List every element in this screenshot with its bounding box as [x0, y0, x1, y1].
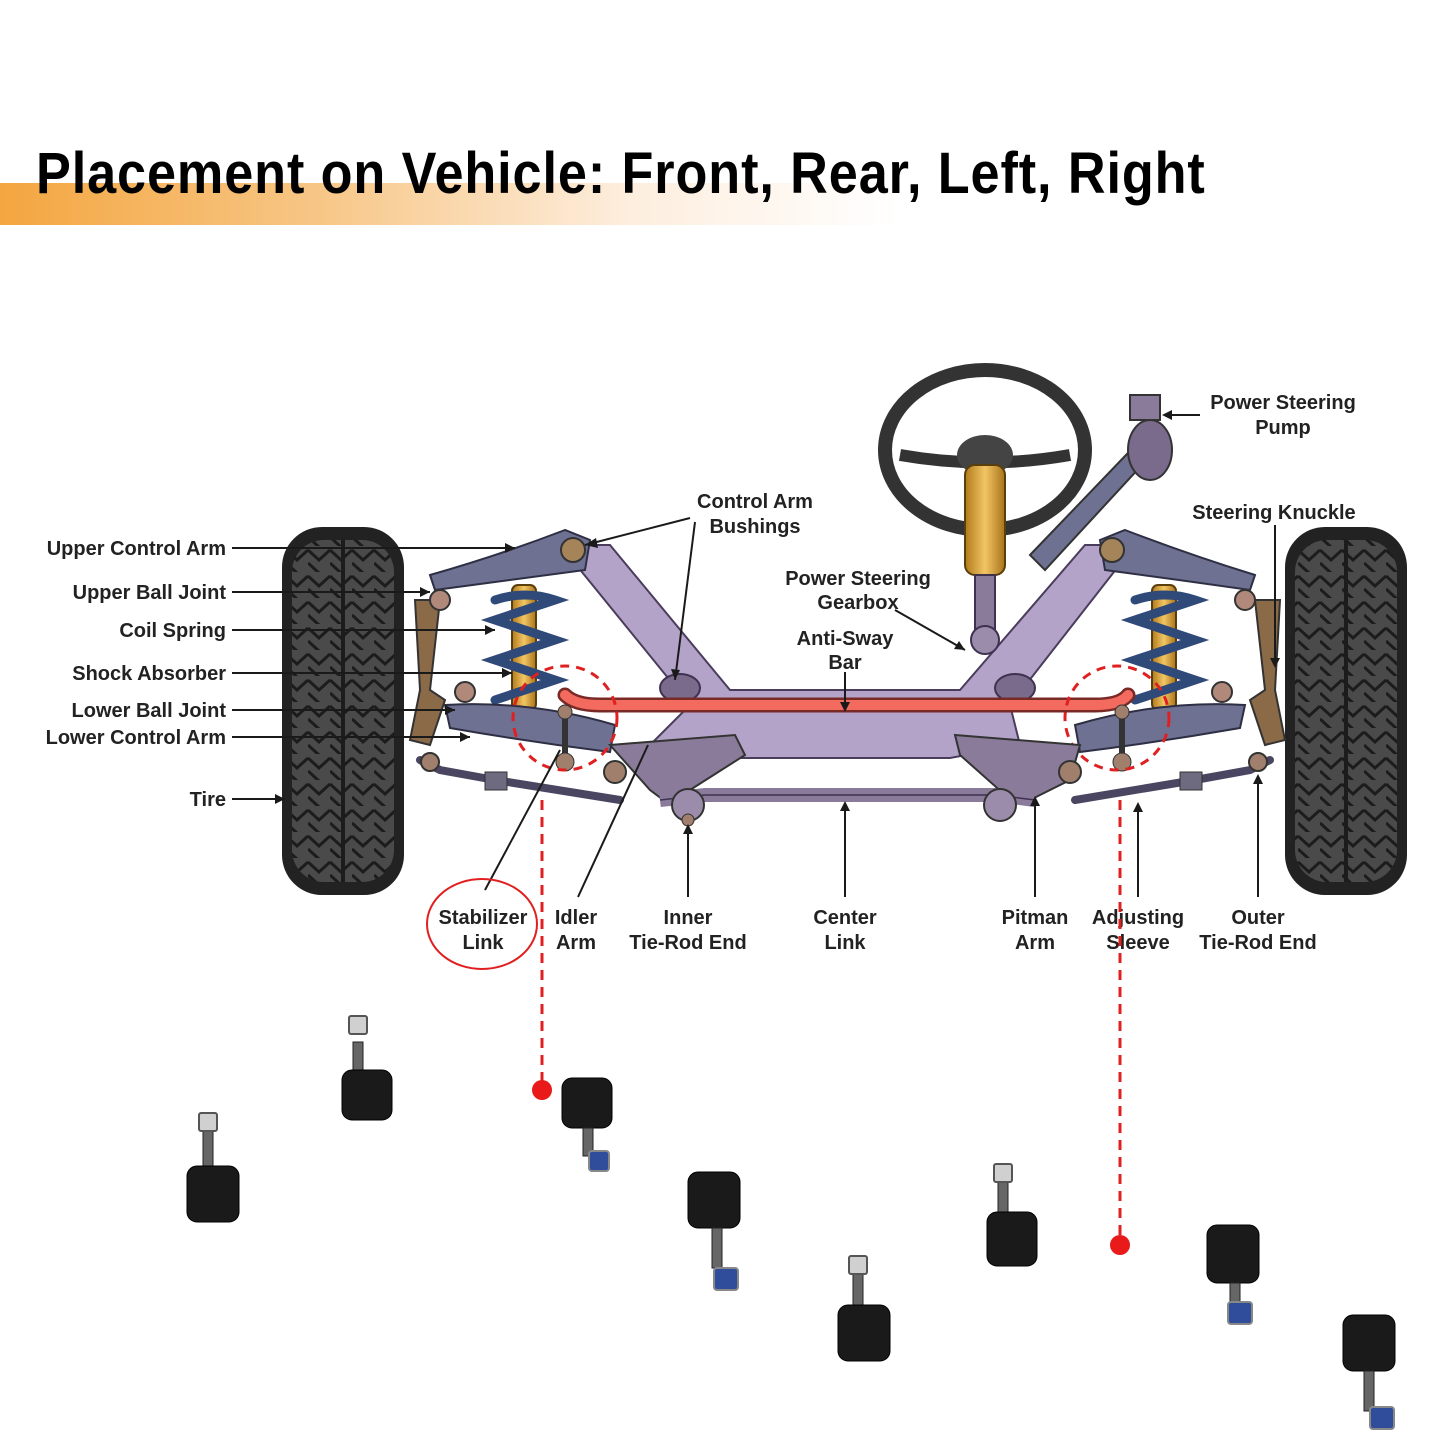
steering-knuckle-right [1248, 599, 1287, 747]
label-upper-ball-joint: Upper Ball Joint [73, 582, 227, 604]
label-control-arm-bushings-2: Bushings [709, 516, 800, 538]
stabilizer-link-product-3 [986, 1163, 1260, 1325]
tie-rod-left [416, 756, 624, 804]
label-idler-arm-2: Arm [556, 932, 596, 954]
label-adjusting-sleeve-2: Sleeve [1106, 932, 1169, 954]
coil-spring-right [1120, 590, 1210, 705]
label-power-steering-pump-2: Pump [1255, 417, 1311, 439]
outer-tie-rod-end-left [420, 752, 440, 772]
adjusting-sleeve-right [1179, 771, 1203, 791]
right-tire [1285, 527, 1407, 895]
label-power-steering-gearbox-1: Power Steering [785, 568, 931, 590]
label-inner-tie-rod-end-1: Inner [664, 907, 713, 929]
stabilizer-link-product-4 [837, 1255, 1396, 1430]
title-banner [0, 183, 900, 225]
stabilizer-link-right [1112, 704, 1132, 772]
tie-rod-right [1071, 756, 1274, 804]
label-stabilizer-link-1: Stabilizer [439, 907, 528, 929]
label-pitman-arm-2: Arm [1015, 932, 1055, 954]
pitman-arm-joint [1058, 760, 1082, 784]
label-lower-control-arm: Lower Control Arm [46, 727, 226, 749]
lower-ball-joint-right [1211, 681, 1233, 703]
coil-spring-left [480, 590, 570, 705]
lower-ball-joint-left [454, 681, 476, 703]
label-steering-knuckle: Steering Knuckle [1192, 502, 1355, 524]
label-tire: Tire [190, 789, 226, 811]
steering-column [964, 464, 1006, 655]
power-steering-pump [1028, 394, 1173, 572]
highlight-circle-left [511, 664, 619, 772]
idler-arm-joint [603, 760, 627, 784]
label-anti-sway-bar-2: Bar [828, 652, 862, 674]
label-center-link-1: Center [813, 907, 877, 929]
upper-control-arm-left [428, 528, 592, 592]
highlight-circle-right [1063, 664, 1171, 772]
control-arm-bushing-right [1099, 537, 1125, 563]
stabilizer-link-left [555, 704, 575, 772]
stabilizer-link-label-circle [426, 878, 538, 970]
page-title: Placement on Vehicle: Front, Rear, Left,… [36, 141, 1206, 206]
label-control-arm-bushings-1: Control Arm [697, 491, 813, 513]
control-arm-bushing-left [560, 537, 586, 563]
outer-tie-rod-end-right [1248, 752, 1268, 772]
upper-control-arm-right [1098, 528, 1257, 592]
label-power-steering-pump-1: Power Steering [1210, 392, 1356, 414]
adjusting-sleeve-left [484, 771, 508, 791]
label-idler-arm-1: Idler [555, 907, 597, 929]
label-outer-tie-rod-end-2: Tie-Rod End [1199, 932, 1316, 954]
leader-lines [232, 410, 1280, 898]
label-shock-absorber: Shock Absorber [72, 663, 226, 685]
label-outer-tie-rod-end-1: Outer [1231, 907, 1285, 929]
stabilizer-link-product-1 [341, 1015, 613, 1172]
label-power-steering-gearbox-2: Gearbox [817, 592, 898, 614]
label-stabilizer-link-2: Link [462, 932, 504, 954]
label-anti-sway-bar-1: Anti-Sway [797, 628, 895, 650]
label-center-link-2: Link [824, 932, 866, 954]
label-upper-control-arm: Upper Control Arm [47, 538, 226, 560]
label-coil-spring: Coil Spring [119, 620, 226, 642]
inner-tie-rod-end-right [983, 788, 1017, 822]
label-inner-tie-rod-end-2: Tie-Rod End [629, 932, 746, 954]
upper-ball-joint-left [429, 589, 451, 611]
label-pitman-arm-1: Pitman [1002, 907, 1069, 929]
label-lower-ball-joint: Lower Ball Joint [72, 700, 227, 722]
label-adjusting-sleeve-1: Adjusting [1092, 907, 1184, 929]
upper-ball-joint-right [1234, 589, 1256, 611]
stabilizer-link-product-2 [186, 1112, 741, 1291]
